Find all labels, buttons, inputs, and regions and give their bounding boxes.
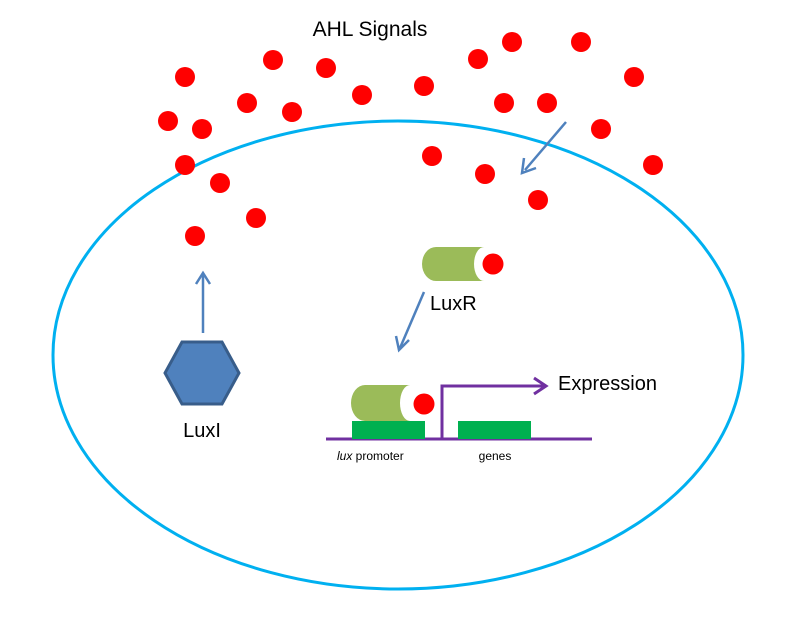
genes-region: [458, 421, 531, 439]
ahl-signal-dot: [316, 58, 336, 78]
luxr-receptor-bound: [351, 385, 435, 421]
ahl-signal-dot: [237, 93, 257, 113]
promoter-italic-text: lux: [337, 449, 353, 463]
ahl-signal-dot: [422, 146, 442, 166]
bound-luxr-signal-icon: [413, 393, 435, 415]
luxi-enzyme-icon: [163, 340, 241, 406]
ahl-signal-dot: [246, 208, 266, 228]
bound-luxr-cylinder-icon: [351, 385, 410, 421]
ahl-signal-dot: [192, 119, 212, 139]
ahl-signal-dot: [528, 190, 548, 210]
ahl-signal-dot: [494, 93, 514, 113]
ahl-signals: [158, 32, 663, 246]
signal-entry-arrow: [524, 121, 567, 171]
lux-promoter-label: lux promoter: [337, 449, 404, 463]
luxr-receptor-free: [422, 247, 504, 281]
luxi-label: LuxI: [183, 420, 221, 442]
ahl-signal-dot: [537, 93, 557, 113]
ahl-signal-dot: [352, 85, 372, 105]
ahl-signal-dot: [591, 119, 611, 139]
ahl-signal-dot: [185, 226, 205, 246]
ahl-signals-title: AHL Signals: [313, 18, 428, 41]
promoter-text: promoter: [352, 449, 403, 463]
ahl-signal-dot: [414, 76, 434, 96]
signal-entry-arrowhead-icon: [520, 157, 537, 175]
cell-membrane: [51, 119, 745, 591]
lux-promoter-region: [352, 421, 425, 439]
ahl-signal-dot: [175, 155, 195, 175]
luxr-binding-arrowhead-icon: [394, 335, 410, 353]
ahl-signal-dot: [571, 32, 591, 52]
ahl-signal-dot: [468, 49, 488, 69]
luxr-cylinder-icon: [422, 247, 484, 281]
ahl-signal-dot: [643, 155, 663, 175]
transcription-arrow: [440, 384, 545, 439]
expression-label: Expression: [558, 373, 657, 395]
ahl-signal-dot: [158, 111, 178, 131]
ahl-signal-dot: [624, 67, 644, 87]
luxr-label: LuxR: [430, 293, 477, 315]
luxr-binding-arrow: [398, 291, 426, 349]
ahl-signal-dot: [175, 67, 195, 87]
transcription-arrowhead-icon: [533, 376, 549, 396]
ahl-signal-dot: [475, 164, 495, 184]
ahl-signal-dot: [282, 102, 302, 122]
ahl-signal-dot: [210, 173, 230, 193]
luxr-bound-signal-icon: [482, 253, 504, 275]
ahl-signal-dot: [263, 50, 283, 70]
luxi-arrowhead-icon: [194, 270, 212, 285]
ahl-signal-dot: [502, 32, 522, 52]
genes-label: genes: [479, 449, 512, 463]
